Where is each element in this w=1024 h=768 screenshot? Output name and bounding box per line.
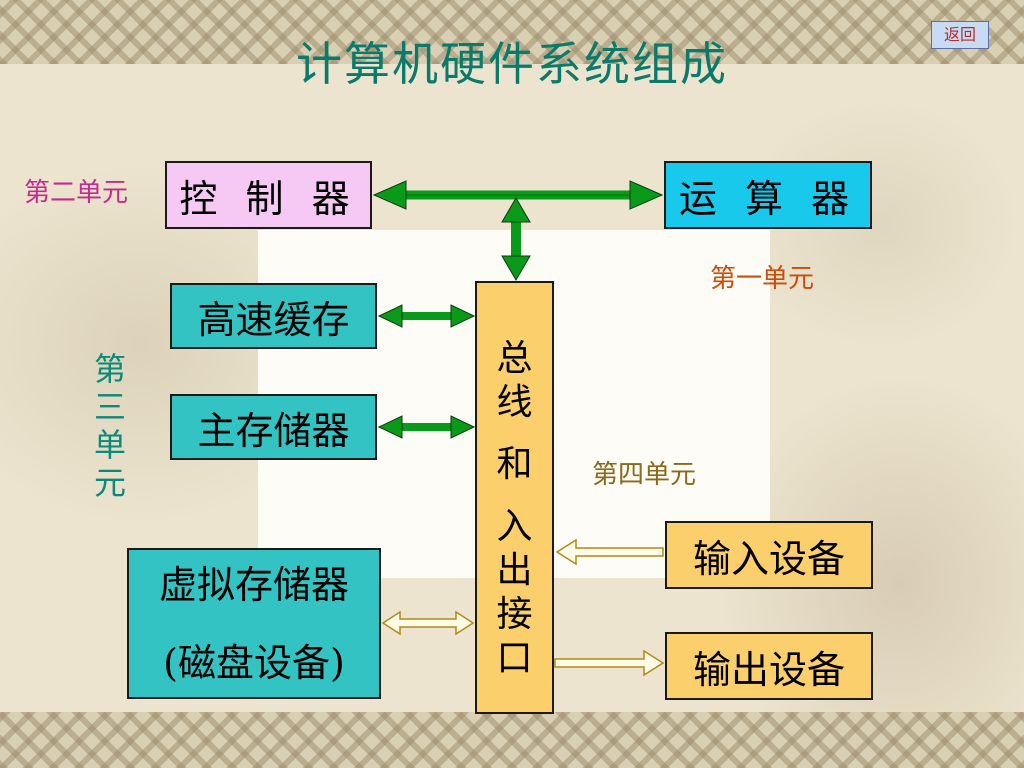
decorative-border-bottom	[0, 712, 1024, 768]
input-device-box: 输入设备	[665, 521, 873, 589]
back-button[interactable]: 返回	[931, 21, 989, 49]
main-memory-box: 主存储器	[170, 394, 377, 460]
arrowhead-down-bus	[501, 255, 531, 281]
unit3-char: 第	[93, 350, 126, 388]
arrow-virtual-bus	[381, 610, 475, 636]
output-device-box: 输出设备	[665, 632, 873, 700]
bus-char: 接	[496, 594, 533, 635]
arrowhead-left-control	[372, 180, 407, 210]
controller-box: 控 制 器	[165, 161, 372, 229]
arrowhead-right-alu	[629, 180, 664, 210]
alu-box: 运 算 器	[664, 161, 872, 229]
unit-label-1: 第一单元	[710, 264, 815, 294]
unit-label-3: 第 三 单 元	[90, 350, 130, 502]
bus-char: 入	[496, 506, 533, 547]
disk-device-label: (磁盘设备)	[163, 640, 345, 685]
cache-box: 高速缓存	[170, 283, 377, 349]
unit-label-4: 第四单元	[592, 460, 697, 490]
bus-interface-box: 总 线 和 入 出 接 口	[475, 281, 554, 714]
unit-label-2: 第二单元	[24, 178, 129, 208]
bus-char: 口	[496, 638, 533, 679]
page-title: 计算机硬件系统组成	[296, 37, 728, 91]
unit3-char: 三	[93, 388, 126, 426]
bus-char: 线	[496, 382, 533, 423]
bus-char: 和	[496, 444, 533, 485]
bus-char: 总	[496, 338, 533, 379]
arrow-input-bus	[555, 538, 664, 566]
unit3-char: 单	[93, 426, 126, 464]
arrow-bus-output	[554, 649, 665, 677]
virtual-memory-box: 虚拟存储器 (磁盘设备)	[127, 548, 381, 699]
bus-char: 出	[496, 550, 533, 591]
unit3-char: 元	[93, 464, 126, 502]
decorative-border-top	[0, 0, 1024, 64]
virtual-memory-label: 虚拟存储器	[158, 562, 349, 607]
arrowhead-up-bus	[501, 197, 531, 223]
